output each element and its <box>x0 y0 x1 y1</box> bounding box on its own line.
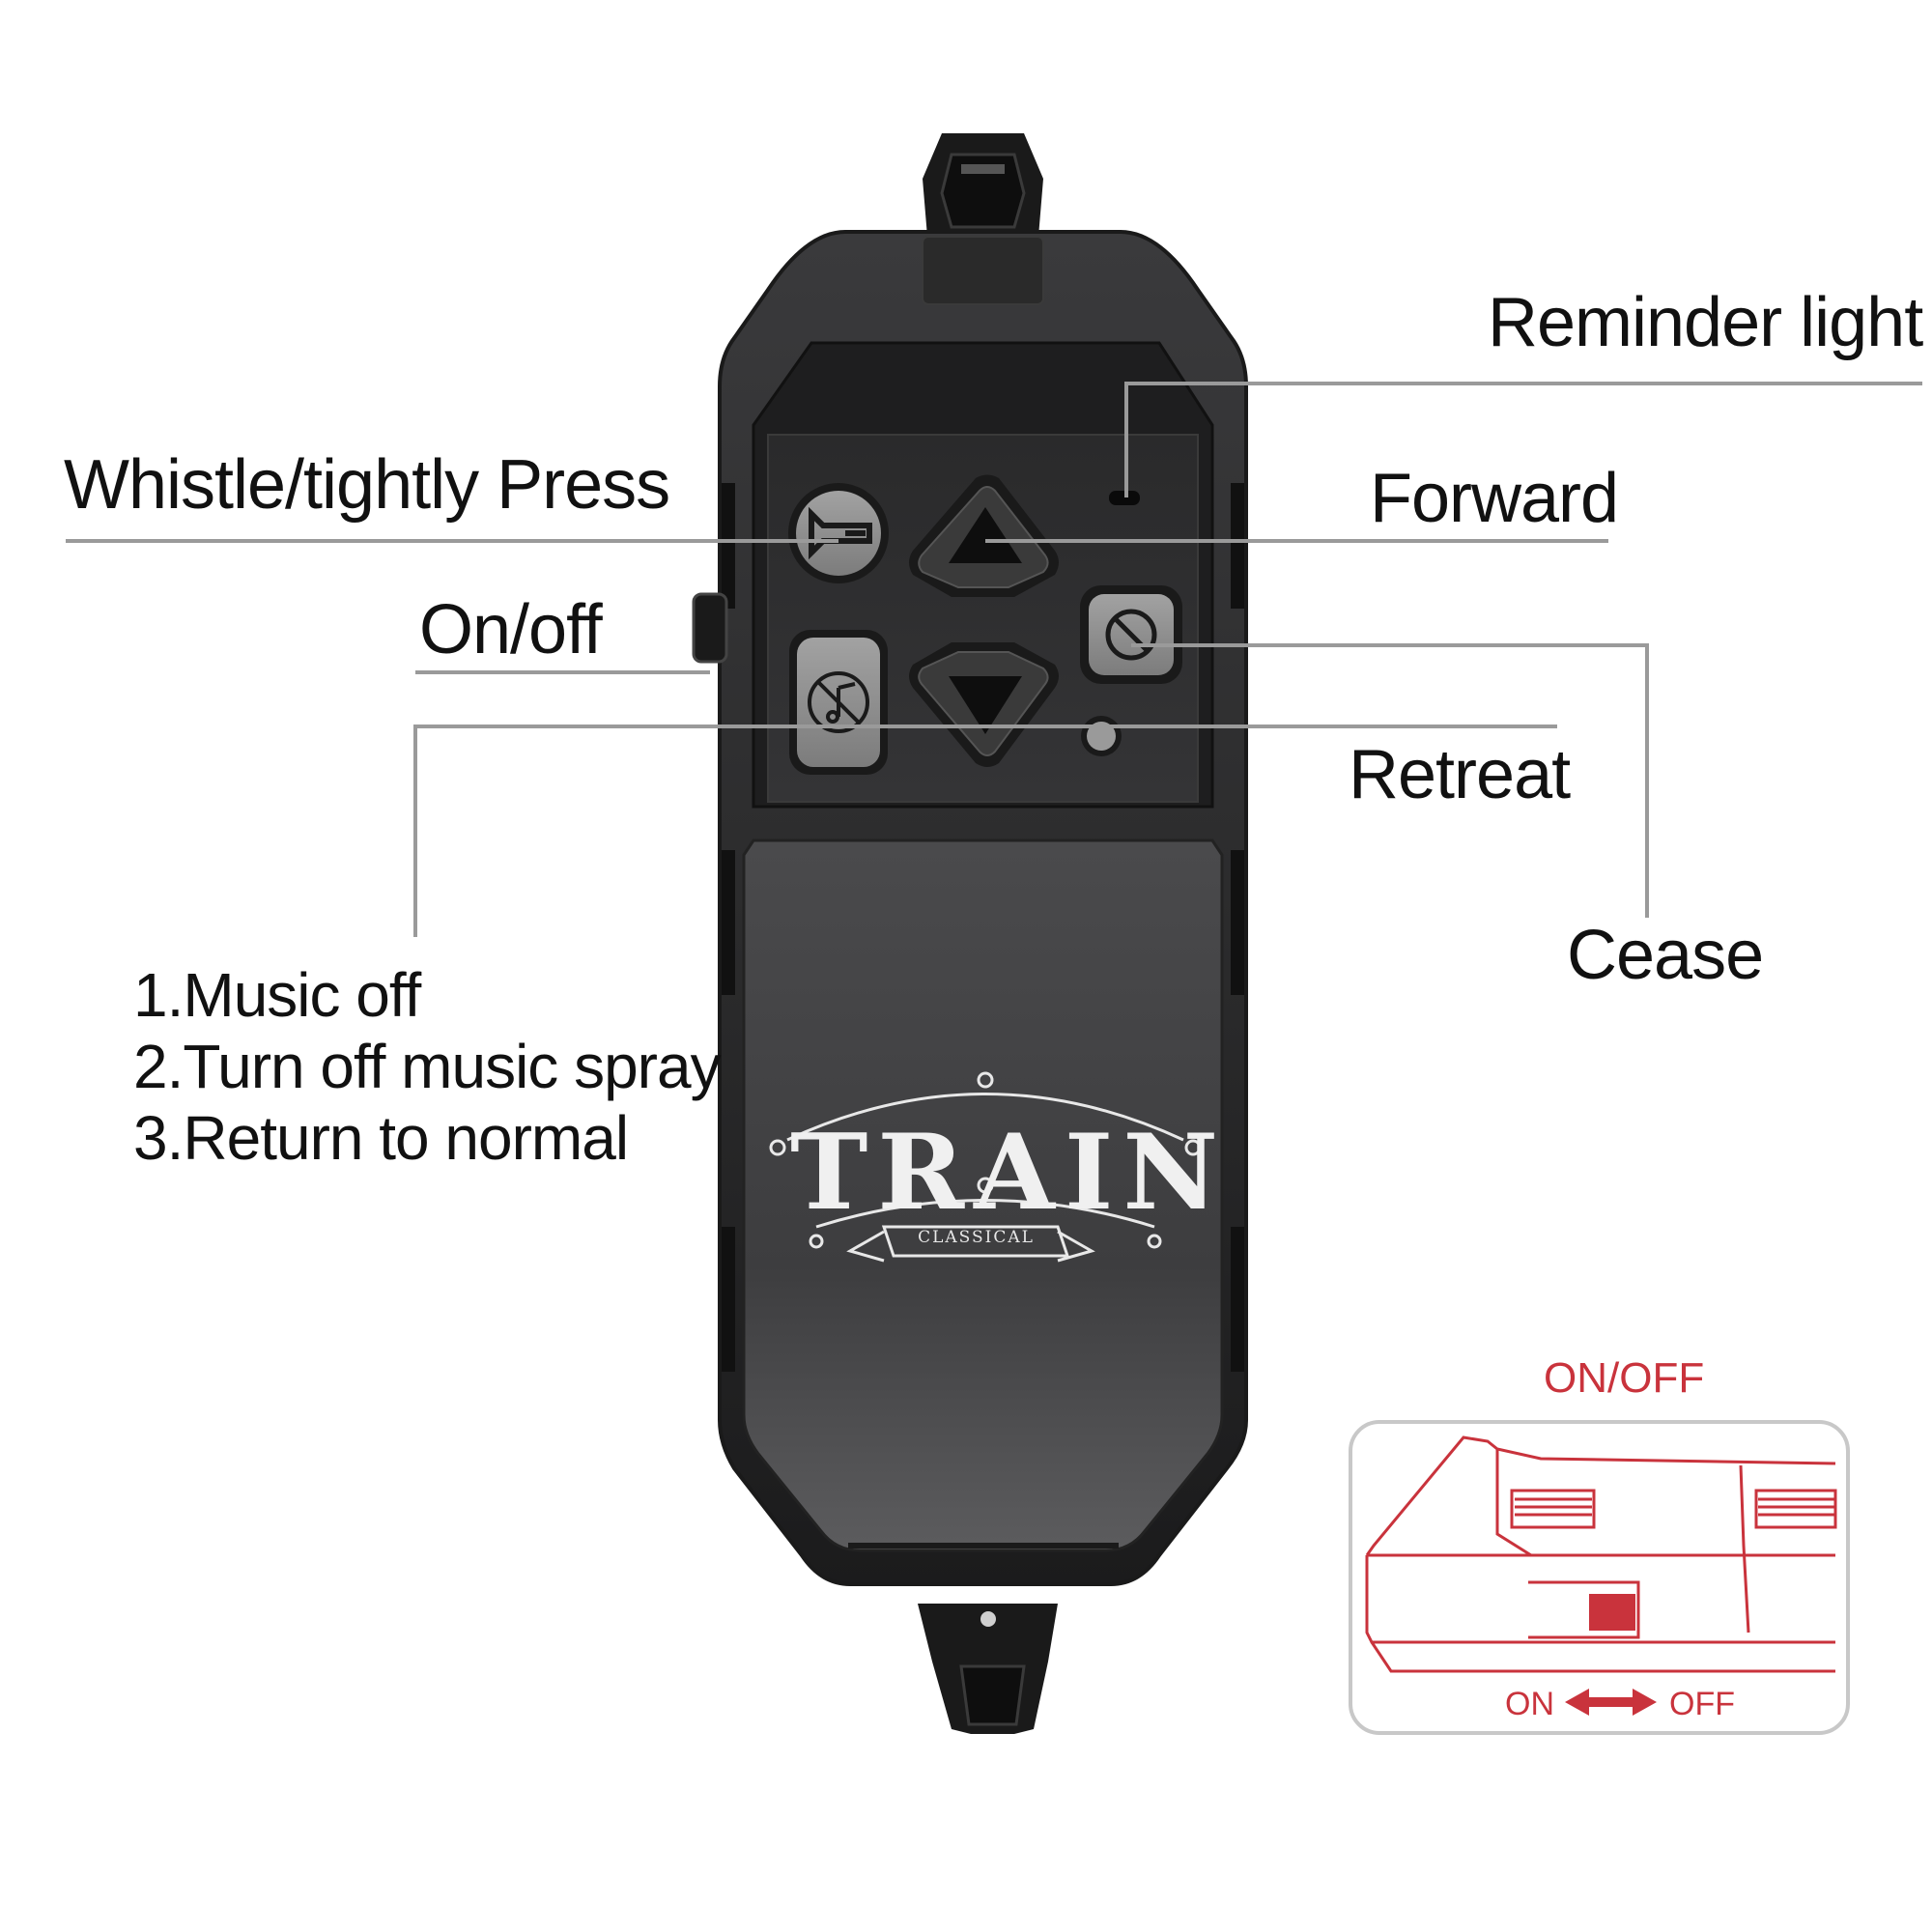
leader-reminder <box>1124 382 1922 497</box>
music-button-functions: 1.Music off 2.Turn off music spray 3.Ret… <box>133 959 722 1174</box>
label-reminder-light: Reminder light <box>1488 284 1923 361</box>
down-arrow-icon <box>949 676 1022 734</box>
music-function-3: 3.Return to normal <box>133 1103 629 1173</box>
logo-sub-text: CLASSICAL <box>918 1228 1035 1247</box>
forward-button <box>909 474 1059 597</box>
label-on-off: On/off <box>419 591 603 668</box>
mute-button <box>789 630 888 775</box>
lower-panel <box>742 838 1224 1552</box>
bottom-hook <box>918 1604 1058 1734</box>
top-hook <box>923 133 1043 237</box>
label-retreat: Retreat <box>1349 736 1571 813</box>
inset-off-label: OFF <box>1669 1686 1735 1722</box>
label-whistle: Whistle/tightly Press <box>64 446 670 524</box>
cease-button <box>1080 585 1182 684</box>
retreat-button <box>909 642 1059 767</box>
mute-music-icon <box>808 671 869 733</box>
leader-cease <box>1131 643 1649 918</box>
label-cease: Cease <box>1567 917 1764 994</box>
whistle-button <box>788 483 889 583</box>
side-power-switch <box>692 592 728 664</box>
logo-brand-text: TRAIN <box>790 1112 1229 1234</box>
inset-title: ON/OFF <box>1544 1354 1705 1402</box>
switch-knob <box>1589 1594 1635 1631</box>
train-logo <box>769 1071 1202 1263</box>
reminder-light <box>1109 491 1140 505</box>
label-forward: Forward <box>1370 460 1619 537</box>
double-arrow-icon <box>1565 1689 1657 1716</box>
up-arrow-icon <box>949 507 1022 563</box>
inset-on-label: ON <box>1505 1686 1554 1722</box>
leader-music <box>413 724 838 937</box>
music-function-2: 2.Turn off music spray <box>133 1032 722 1101</box>
music-function-1: 1.Music off <box>133 960 421 1030</box>
horn-icon <box>809 506 872 560</box>
